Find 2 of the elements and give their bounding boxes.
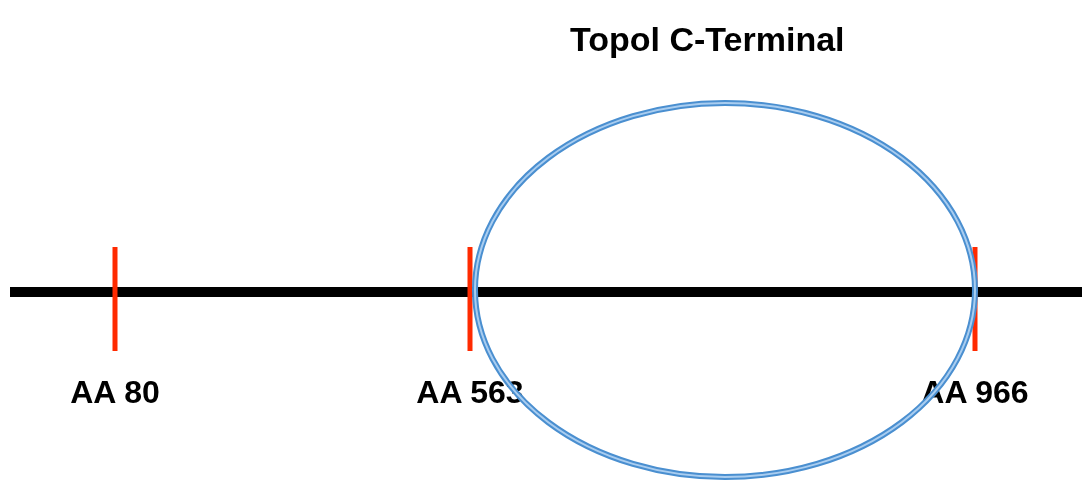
domain-title: Topol C-Terminal <box>570 19 845 60</box>
position-label: AA 80 <box>70 373 160 412</box>
